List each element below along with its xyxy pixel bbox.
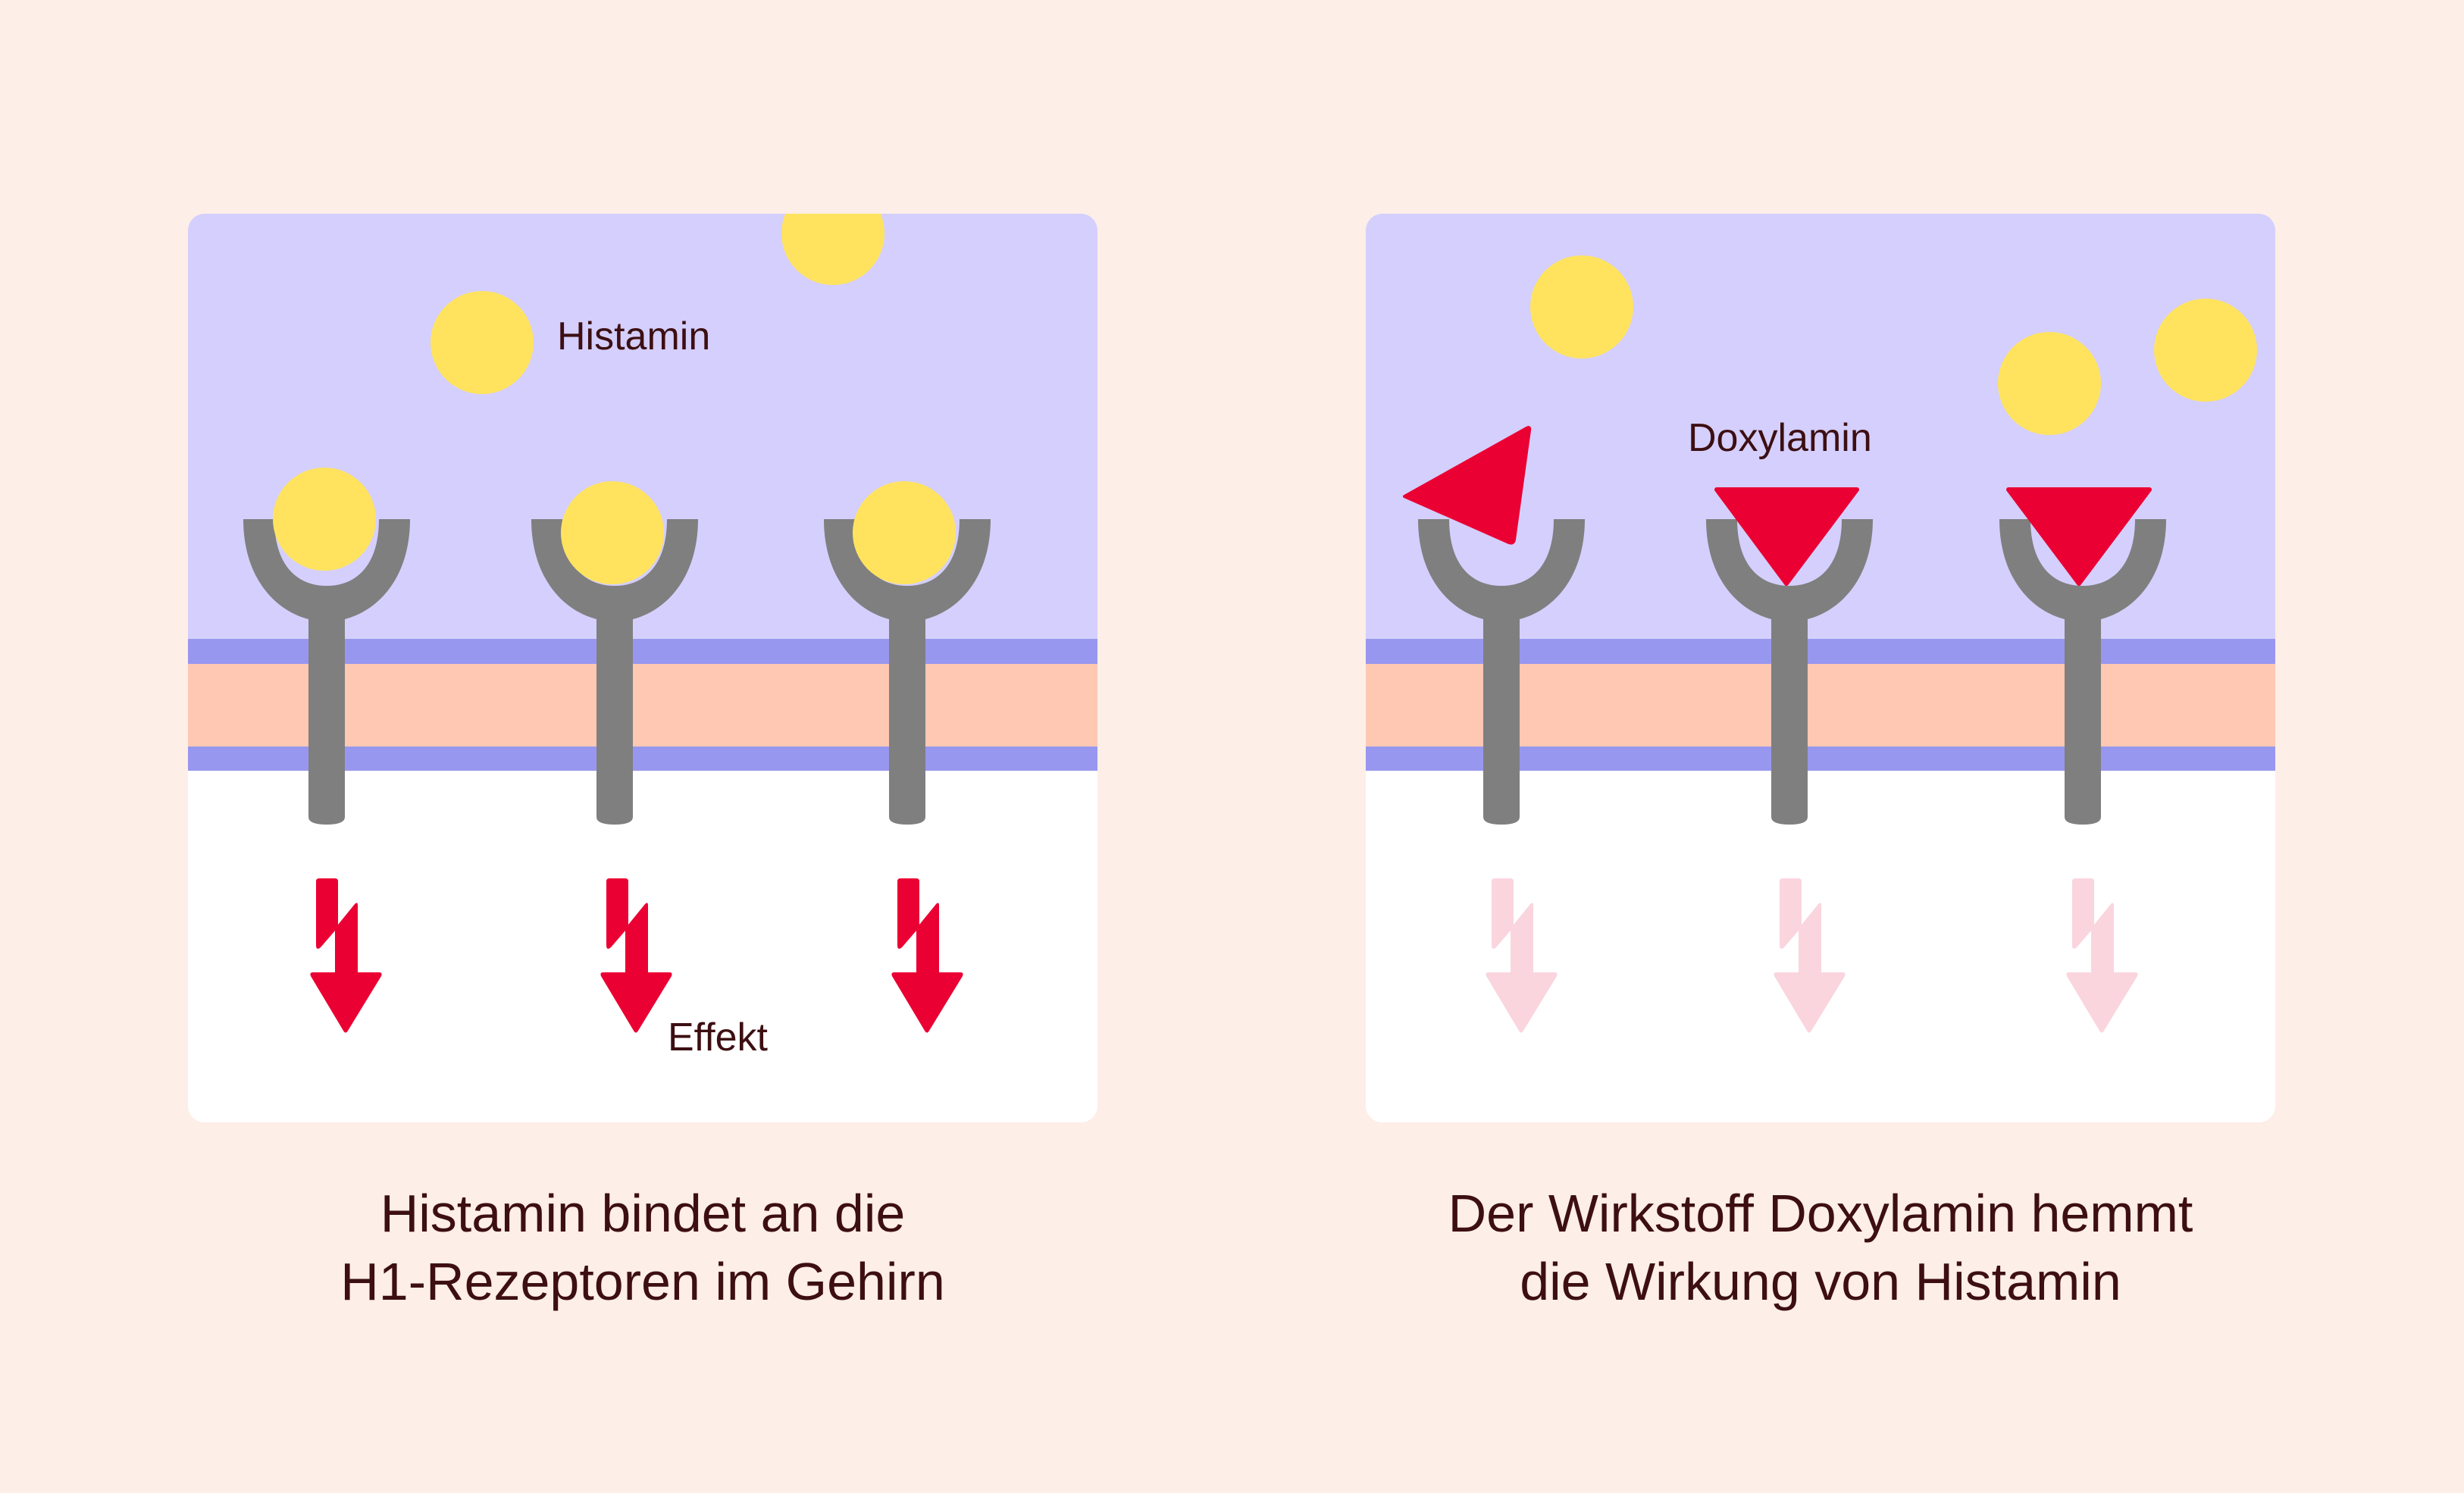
histamine-molecule <box>1998 332 2101 435</box>
histamine-molecule <box>2154 299 2257 402</box>
h1-receptor <box>824 519 991 825</box>
bound-histamine-molecule <box>853 481 956 584</box>
histamine-label: Histamin <box>557 315 711 358</box>
h1-receptor <box>1999 519 2166 825</box>
h1-receptor <box>1706 519 1873 825</box>
left-caption-line2: H1-Rezeptoren im Gehirn <box>340 1252 945 1311</box>
right-caption: Der Wirkstoff Doxylamin hemmt die Wirkun… <box>1328 1179 2313 1316</box>
inhibited-effect-arrow-icon <box>1774 878 1846 1033</box>
bound-histamine-molecule <box>273 468 376 571</box>
h1-receptor <box>243 519 410 825</box>
h1-receptor <box>1418 519 1585 825</box>
inhibited-effect-arrow-icon <box>2066 878 2138 1033</box>
bound-doxylamine-molecule <box>1714 487 1859 586</box>
doxylamine-label: Doxylamin <box>1688 416 1872 460</box>
h1-receptor <box>531 519 698 825</box>
bound-doxylamine-molecule <box>2006 487 2152 586</box>
histamine-binding-panel: Histamin Effekt <box>188 214 1097 1122</box>
left-caption: Histamin bindet an die H1-Rezeptoren im … <box>150 1179 1135 1316</box>
effect-label: Effekt <box>668 1016 769 1059</box>
right-caption-line2: die Wirkung von Histamin <box>1520 1252 2121 1311</box>
doxylamine-inhibition-panel: Doxylamin <box>1366 214 2275 1122</box>
histamine-molecule <box>781 214 884 285</box>
left-caption-line1: Histamin bindet an die <box>380 1184 906 1243</box>
bound-histamine-molecule <box>561 481 664 584</box>
doxylamine-molecule-approaching <box>1403 426 1532 545</box>
effect-arrow-icon <box>600 878 672 1033</box>
effect-arrow-icon <box>310 878 382 1033</box>
histamine-molecule <box>430 291 534 394</box>
histamine-molecule <box>1530 255 1633 358</box>
right-caption-line1: Der Wirkstoff Doxylamin hemmt <box>1448 1184 2193 1243</box>
inhibited-effect-arrow-icon <box>1486 878 1558 1033</box>
left-diagram <box>188 214 1097 1122</box>
effect-arrow-icon <box>891 878 963 1033</box>
right-diagram <box>1366 214 2275 1122</box>
